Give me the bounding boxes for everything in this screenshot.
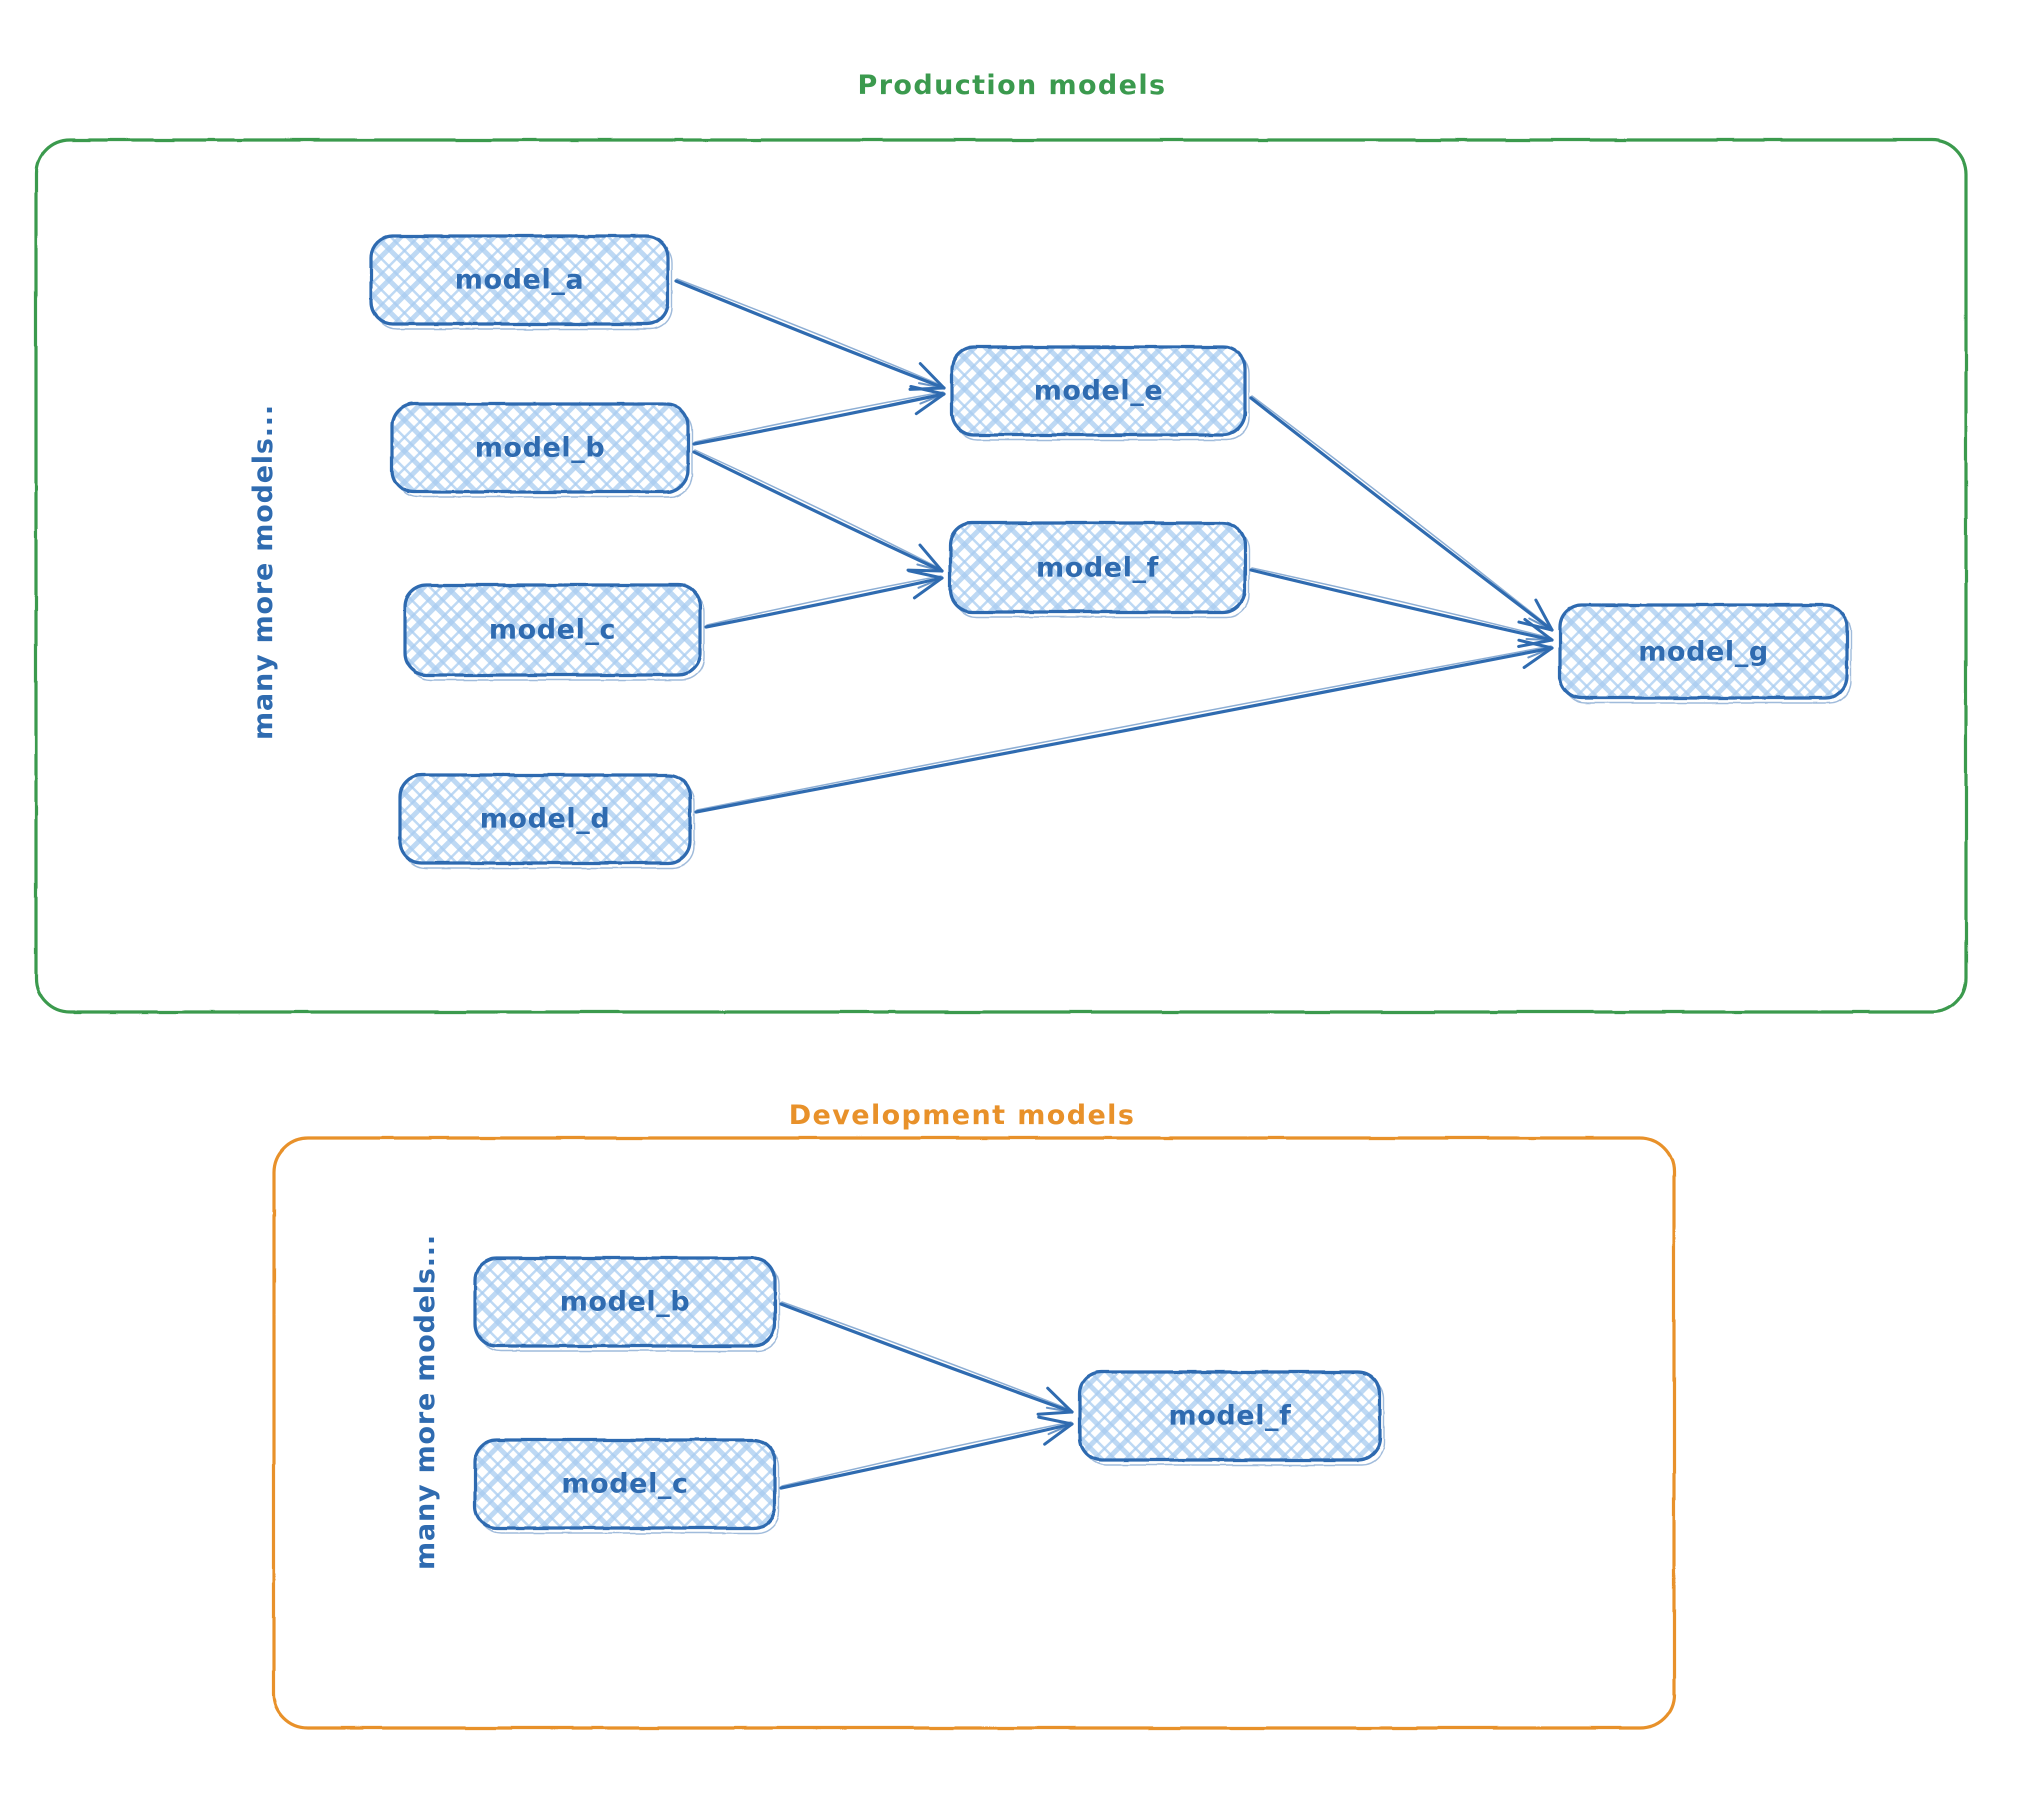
arrowhead-barb-1: [909, 384, 946, 396]
edge-stroke-primary: [1249, 396, 1554, 632]
group-container-development: [272, 1136, 1676, 1730]
arrowhead-barb-1: [918, 362, 946, 390]
node-hatch-fill: [950, 523, 1245, 612]
arrowhead-barb-inner: [919, 393, 945, 405]
edge-stroke-secondary: [781, 1301, 1072, 1411]
arrowhead-barb-inner: [1047, 1423, 1073, 1436]
edge-stroke-secondary: [781, 1421, 1072, 1487]
arrowhead-barb-1: [1534, 598, 1554, 632]
node-hatch-fill: [1560, 605, 1847, 698]
node-border: [473, 1438, 777, 1530]
edge-prod_model_f-to-prod_model_g: [1249, 567, 1554, 648]
edge-stroke-primary: [779, 1422, 1074, 1490]
edge-stroke-primary: [692, 392, 946, 446]
model-node-prod_model_a[interactable]: [369, 234, 673, 330]
node-border: [398, 773, 692, 865]
node-border: [390, 402, 690, 494]
node-border: [1078, 1370, 1382, 1462]
edge-stroke-secondary: [1251, 395, 1552, 629]
arrowhead-barb-inner: [1525, 637, 1553, 641]
many-more-models-note-production: many more models...: [248, 404, 279, 740]
edge-prod_model_b-to-prod_model_f: [692, 449, 944, 573]
edge-stroke-secondary: [696, 645, 1552, 811]
arrowhead-barb-0: [914, 392, 946, 416]
node-border: [948, 521, 1247, 614]
arrowhead-barb-1: [1517, 638, 1554, 650]
node-hatch-fill: [952, 347, 1245, 435]
model-node-dev_model_f[interactable]: [1078, 1370, 1385, 1466]
model-node-dev_model_c[interactable]: [473, 1438, 780, 1534]
edge-stroke-secondary: [694, 391, 944, 443]
edge-dev_model_b-to-dev_model_f: [779, 1301, 1074, 1416]
arrowhead-barb-0: [912, 576, 944, 600]
arrowhead-barb-inner: [1528, 617, 1553, 631]
nodes-layer: [369, 234, 1852, 1534]
arrowhead-barb-0: [1036, 1410, 1074, 1416]
node-hatch-fill: [371, 236, 668, 324]
node-hatch-fill: [475, 1258, 775, 1346]
edge-prod_model_e-to-prod_model_g: [1249, 395, 1554, 632]
groups-layer: [34, 138, 1968, 1730]
model-node-prod_model_d[interactable]: [398, 773, 695, 869]
group-container-production: [34, 138, 1968, 1014]
edge-stroke-primary: [692, 450, 944, 573]
node-hatch-fill: [1080, 1372, 1380, 1460]
arrowhead-barb-0: [1043, 1422, 1074, 1446]
arrowhead-barb-1: [1523, 617, 1554, 642]
arrowhead-barb-1: [1037, 1415, 1074, 1426]
node-hatch-fill: [400, 775, 690, 863]
arrowhead-barb-inner: [916, 563, 943, 572]
edge-stroke-secondary: [706, 575, 942, 626]
arrowhead-barb-1: [1046, 1386, 1074, 1414]
node-border: [950, 345, 1247, 437]
model-node-prod_model_g[interactable]: [1558, 603, 1852, 704]
arrowhead-barb-0: [1522, 646, 1554, 669]
edge-stroke-secondary: [694, 449, 942, 570]
arrowhead-barb-inner: [917, 577, 943, 589]
model-node-prod_model_c[interactable]: [403, 583, 705, 681]
edge-prod_model_a-to-prod_model_e: [674, 278, 946, 391]
arrowhead-barb-inner: [1045, 1406, 1073, 1413]
edges-layer: [674, 278, 1554, 1490]
edge-dev_model_c-to-dev_model_f: [779, 1415, 1074, 1490]
node-border: [369, 234, 670, 326]
node-border: [1558, 603, 1849, 700]
edge-stroke-primary: [1249, 568, 1554, 642]
edge-stroke-primary: [694, 646, 1554, 814]
node-hatch-fill: [392, 404, 688, 492]
node-border: [473, 1256, 777, 1348]
edge-prod_model_c-to-prod_model_f: [704, 569, 944, 629]
many-more-models-note-development: many more models...: [410, 1234, 441, 1570]
arrowhead-barb-inner: [917, 382, 945, 389]
model-node-prod_model_f[interactable]: [948, 521, 1250, 618]
edge-stroke-primary: [674, 279, 946, 390]
node-hatch-fill: [405, 585, 700, 675]
edge-stroke-secondary: [676, 278, 944, 387]
arrowhead-barb-1: [918, 543, 944, 573]
edge-stroke-primary: [704, 576, 944, 629]
group-title-development: Development models: [788, 1100, 1136, 1131]
group-title-production: Production models: [857, 70, 1167, 101]
arrowhead-barb-0: [906, 568, 944, 573]
edge-stroke-primary: [779, 1302, 1074, 1414]
model-node-dev_model_b[interactable]: [473, 1256, 780, 1352]
node-hatch-fill: [475, 1440, 775, 1528]
node-border: [403, 583, 702, 677]
arrowhead-barb-inner: [1527, 647, 1553, 659]
edge-prod_model_b-to-prod_model_e: [692, 384, 946, 446]
edge-prod_model_d-to-prod_model_g: [694, 638, 1554, 814]
edge-stroke-secondary: [1251, 567, 1552, 639]
arrowhead-barb-1: [907, 569, 944, 580]
model-node-prod_model_e[interactable]: [950, 345, 1250, 441]
model-node-prod_model_b[interactable]: [390, 402, 693, 498]
